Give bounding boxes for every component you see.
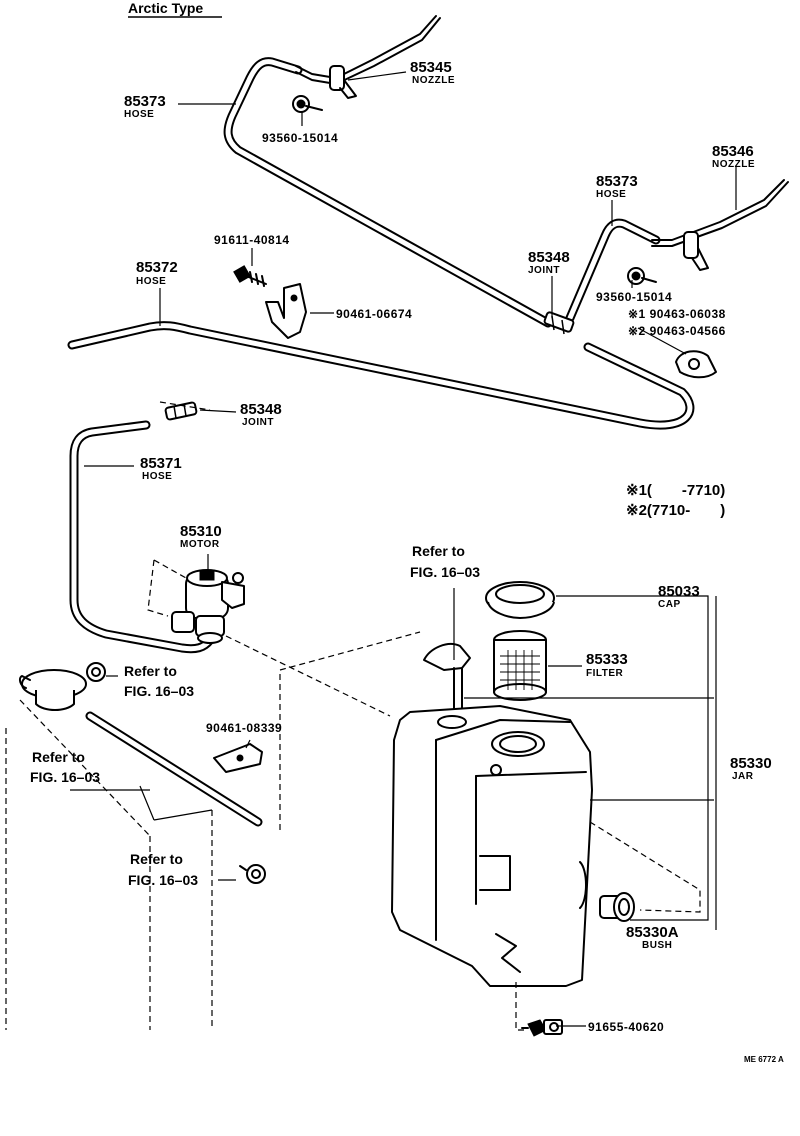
- refer-jar-text: Refer to: [412, 543, 465, 559]
- legend-line1: ※1( -7710): [626, 482, 725, 499]
- label-85330-name: JAR: [732, 771, 754, 782]
- diagram-title: Arctic Type: [128, 0, 203, 16]
- label-85346-num: 85346: [712, 143, 754, 160]
- hose-85372[interactable]: [67, 321, 695, 430]
- bracket-90461-06674-icon[interactable]: [265, 283, 307, 339]
- nozzle-85346-icon[interactable]: [651, 179, 789, 271]
- motor-85310-icon[interactable]: [171, 569, 245, 644]
- refer-left-bottom-text: Refer to: [130, 851, 183, 867]
- label-85372-name: HOSE: [136, 276, 166, 287]
- label-85373-right-name: HOSE: [596, 189, 626, 200]
- jar-85330-icon[interactable]: [391, 705, 593, 987]
- label-clamp1: ※1 90463-06038: [628, 307, 726, 321]
- dash-bush: [589, 821, 701, 913]
- dash-hose-jar: [279, 631, 421, 830]
- label-85333-name: FILTER: [586, 668, 624, 679]
- dash-joint-mid: [159, 401, 211, 411]
- label-85371-name: HOSE: [142, 471, 172, 482]
- bolt-91611-icon[interactable]: [233, 265, 267, 287]
- clip-90461-08339-icon[interactable]: [213, 743, 263, 773]
- clamp-refer-top-icon[interactable]: [86, 662, 106, 682]
- label-91655: 91655-40620: [588, 1020, 664, 1034]
- label-85373-right-num: 85373: [596, 173, 638, 190]
- label-85033-num: 85033: [658, 583, 700, 600]
- refer-left-top-fig: FIG. 16–03: [124, 683, 194, 699]
- label-85346-name: NOZZLE: [712, 159, 755, 170]
- dash-motor-left: [147, 559, 169, 617]
- label-85310-num: 85310: [180, 523, 222, 540]
- bolt-91655-icon[interactable]: [521, 1019, 563, 1037]
- dash-motor-jar: [225, 635, 391, 717]
- label-clamp2: ※2 90463-04566: [628, 324, 726, 338]
- label-90461-08339: 90461-08339: [206, 721, 282, 735]
- refer-left-bottom-fig: FIG. 16–03: [128, 872, 198, 888]
- refer-jar-fig: FIG. 16–03: [410, 564, 480, 580]
- label-85310-name: MOTOR: [180, 539, 220, 550]
- cap-85033-icon[interactable]: [485, 581, 555, 619]
- label-85372-num: 85372: [136, 259, 178, 276]
- label-85333-num: 85333: [586, 651, 628, 668]
- label-85033-name: CAP: [658, 599, 681, 610]
- hose-85373-right[interactable]: [565, 218, 661, 323]
- dash-bolt: [515, 982, 526, 1031]
- joint-85348-mid-icon[interactable]: [164, 401, 198, 421]
- dash-motor-top: [153, 559, 187, 579]
- label-85348-mid-num: 85348: [240, 401, 282, 418]
- legend-line2: ※2(7710- ): [626, 502, 725, 519]
- bush-85330A-icon[interactable]: [599, 892, 635, 922]
- hose-85373-left[interactable]: [223, 57, 553, 328]
- label-85330A-num: 85330A: [626, 924, 679, 941]
- label-93560-left: 93560-15014: [262, 131, 338, 145]
- label-85348-top-name: JOINT: [528, 265, 560, 276]
- label-85330-num: 85330: [730, 755, 772, 772]
- label-90461-06674: 90461-06674: [336, 307, 412, 321]
- leader-lines: [70, 71, 737, 1027]
- refer-left-mid-fig: FIG. 16–03: [30, 769, 100, 785]
- label-85345-num: 85345: [410, 59, 452, 76]
- label-93560-right: 93560-15014: [596, 290, 672, 304]
- label-85348-mid-name: JOINT: [242, 417, 274, 428]
- label-85371-num: 85371: [140, 455, 182, 472]
- label-85348-top-num: 85348: [528, 249, 570, 266]
- footer-code: ME 6772 A: [744, 1055, 784, 1064]
- hose-lower-left[interactable]: [85, 711, 263, 827]
- label-85373-left-name: HOSE: [124, 109, 154, 120]
- label-85330A-name: BUSH: [642, 940, 672, 951]
- clamp-refer-bottom-icon[interactable]: [239, 864, 266, 884]
- clamp-90463-icon[interactable]: [675, 350, 717, 379]
- label-85345-name: NOZZLE: [412, 75, 455, 86]
- hose-85371[interactable]: [69, 420, 215, 654]
- dash-cap-left: [19, 699, 151, 837]
- cap-refer-left-icon[interactable]: [18, 669, 87, 711]
- nozzle-85345-icon[interactable]: [295, 15, 441, 99]
- refer-left-mid-text: Refer to: [32, 749, 85, 765]
- refer-left-top-text: Refer to: [124, 663, 177, 679]
- label-85373-left-num: 85373: [124, 93, 166, 110]
- filter-85333-icon[interactable]: [493, 630, 547, 701]
- screw-93560-left-icon[interactable]: [292, 95, 323, 113]
- label-91611: 91611-40814: [214, 233, 290, 247]
